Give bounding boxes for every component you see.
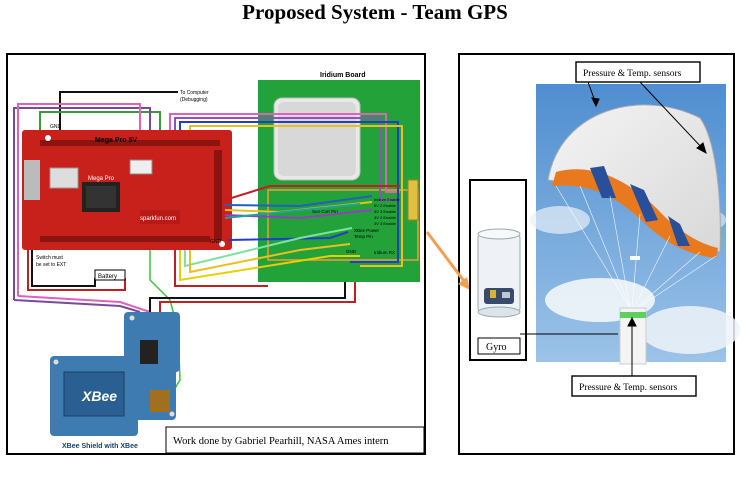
top-sensor-pointers [587,81,707,155]
wires [13,91,403,401]
bottom-sensor-pointer [627,316,637,376]
battery-label: Battery [98,274,117,280]
enable-labels: Iridium Enable 5V 2 Enable 5V 3 Enable 3… [374,197,400,226]
mega-chip-label: Mega Pro [88,176,115,182]
credit-text: Work done by Gabriel Pearhill, NASA Ames… [173,436,389,447]
temp-pin-label: Temp Pin [354,234,373,239]
gyro-label-box [477,337,521,355]
brand-label: sparkfun.com [140,216,176,222]
xbee-caption: XBee Shield with XBee [62,443,138,450]
page-title: Proposed System - Team GPS [242,0,508,24]
credit-box [165,426,425,454]
gyro-illustration [477,228,521,318]
mega-pro-board [22,130,232,250]
arrow [425,231,470,290]
bottom-sensor-label: Pressure & Temp. sensors [579,383,678,393]
enable-label: Iridium Enable [374,197,400,202]
to-computer-label-1: To Computer [180,90,209,96]
enable-label: 3V 3 Enable [374,221,397,226]
iridium-board-label: Iridium Board [320,72,366,79]
xbee-shield [50,312,180,436]
xbee-logo: XBee [81,388,117,404]
iridium-rx-label: Iridium RX [374,250,395,255]
enable-label: 5V 3 Enable [374,209,397,214]
to-computer-label-2: (Debugging) [180,97,208,103]
iridium-board [258,80,420,282]
enable-label: 5V 2 Enable [374,203,397,208]
mega-pro-label: Mega Pro 5V [95,137,137,144]
gnd-wire-label: GND [210,239,222,245]
bottom-sensor-box [571,375,697,397]
top-sensor-label: Pressure & Temp. sensors [583,69,682,79]
sun-curr-label: Sun Curr Pin [312,209,338,214]
parachute-photo [530,84,740,365]
battery-box [94,269,126,281]
enable-label: 3V 2 Enable [374,215,397,220]
mega-gnd-label: GND [50,124,62,130]
xbee-power-label: XBee Power [354,228,380,233]
switch-note-1: Switch must [36,255,64,261]
top-sensor-box [575,61,701,83]
board-gnd-label: GND [346,249,357,254]
switch-note-2: be set to EXT [36,262,66,268]
gyro-label: Gyro [486,342,507,353]
